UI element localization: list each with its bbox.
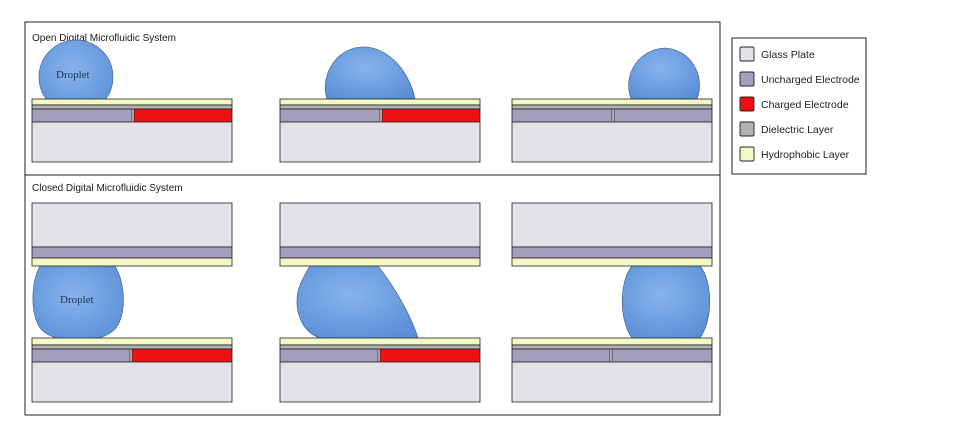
hydrophobic-layer [31, 337, 233, 346]
dielectric-layer [279, 344, 481, 350]
hydrophobic-layer [279, 257, 481, 267]
dielectric-layer [511, 344, 713, 350]
legend-label-uncharged-electrode: Uncharged Electrode [761, 74, 860, 86]
hydrophobic-layer [511, 257, 713, 267]
glass-plate [511, 361, 713, 403]
closed-bottom-stack-3 [511, 337, 713, 403]
legend-swatch-uncharged-electrode [739, 71, 755, 87]
charged-electrode [133, 108, 233, 123]
glass-plate [31, 121, 233, 163]
uncharged-electrode [511, 108, 613, 123]
legend-swatch-glass-plate [739, 46, 755, 62]
legend-label-charged-electrode: Charged Electrode [761, 99, 849, 111]
glass-plate [511, 202, 713, 248]
charged-electrode [379, 348, 481, 363]
glass-plate [511, 121, 713, 163]
dielectric-layer [31, 344, 233, 350]
legend-label-glass-plate: Glass Plate [761, 49, 815, 61]
closed-droplet-3 [621, 265, 711, 339]
legend-swatch-charged-electrode [739, 96, 755, 112]
legend: Glass Plate Uncharged Electrode Charged … [731, 37, 867, 175]
uncharged-electrode [511, 348, 611, 363]
hydrophobic-layer [279, 337, 481, 346]
uncharged-electrode [511, 246, 713, 259]
closed-system-panel [24, 174, 721, 416]
legend-swatch-dielectric-layer [739, 121, 755, 137]
open-system-title: Open Digital Microfluidic System [32, 33, 176, 44]
open-droplet-3 [628, 47, 700, 100]
glass-plate [31, 361, 233, 403]
glass-plate [279, 361, 481, 403]
open-droplet-2 [324, 46, 416, 100]
uncharged-electrode [31, 246, 233, 259]
uncharged-electrode [613, 108, 713, 123]
closed-top-plate-3 [511, 202, 713, 267]
uncharged-electrode [279, 246, 481, 259]
closed-droplet-2 [296, 265, 419, 339]
charged-electrode [381, 108, 481, 123]
dielectric-layer [511, 104, 713, 110]
glass-plate [279, 121, 481, 163]
closed-top-plate-1 [31, 202, 233, 267]
open-droplet-label: Droplet [56, 69, 90, 81]
glass-plate [279, 202, 481, 248]
closed-bottom-stack-1 [31, 337, 233, 403]
closed-top-plate-2 [279, 202, 481, 267]
uncharged-electrode [31, 108, 133, 123]
legend-label-dielectric-layer: Dielectric Layer [761, 124, 834, 136]
glass-plate [31, 202, 233, 248]
hydrophobic-layer [279, 98, 481, 106]
legend-label-hydrophobic-layer: Hydrophobic Layer [761, 149, 850, 161]
closed-bottom-stack-2 [279, 337, 481, 403]
dielectric-layer [31, 104, 233, 110]
uncharged-electrode [279, 108, 381, 123]
hydrophobic-layer [511, 98, 713, 106]
hydrophobic-layer [31, 98, 233, 106]
legend-swatch-hydrophobic-layer [739, 146, 755, 162]
uncharged-electrode [31, 348, 131, 363]
dielectric-layer [279, 104, 481, 110]
uncharged-electrode [611, 348, 713, 363]
hydrophobic-layer [511, 337, 713, 346]
open-stack-2 [279, 98, 481, 163]
open-stack-3 [511, 98, 713, 163]
closed-system-title: Closed Digital Microfluidic System [32, 183, 183, 194]
hydrophobic-layer [31, 257, 233, 267]
closed-droplet-label: Droplet [60, 294, 94, 306]
open-stack-1 [31, 98, 233, 163]
charged-electrode [131, 348, 233, 363]
uncharged-electrode [279, 348, 379, 363]
